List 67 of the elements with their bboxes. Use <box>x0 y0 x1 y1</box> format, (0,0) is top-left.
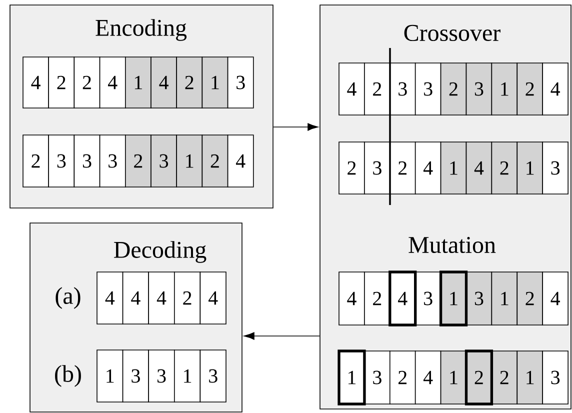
gene-cell: 4 <box>22 56 49 108</box>
gene-cell: 4 <box>227 134 254 188</box>
gene-cell: 2 <box>390 350 416 404</box>
gene-cell: 3 <box>466 62 492 116</box>
gene-cell: 3 <box>466 272 492 326</box>
gene-cell: 1 <box>440 350 467 404</box>
gene-cell: 1 <box>174 350 201 402</box>
gene-cell: 3 <box>414 62 442 116</box>
row-label: (a) <box>56 287 80 309</box>
gene-cell: 2 <box>176 56 203 108</box>
gene-cell: 2 <box>202 134 228 188</box>
gene-cell: 4 <box>148 272 175 324</box>
gene-cell: 4 <box>96 272 124 324</box>
gene-cell: 2 <box>22 134 49 188</box>
gene-cell: 2 <box>74 56 100 108</box>
gene-cell: 2 <box>174 272 201 324</box>
gene-cell: 3 <box>227 56 254 108</box>
gene-cell: 4 <box>150 56 177 108</box>
gene-cell: 4 <box>542 62 568 116</box>
gene-cell: 4 <box>122 272 149 324</box>
gene-cell: 2 <box>390 142 416 194</box>
arrow <box>244 332 320 340</box>
gene-cell: 1 <box>516 142 543 194</box>
gene-cell: 2 <box>516 62 543 116</box>
gene-cell: 4 <box>414 350 442 404</box>
row-label: (b) <box>55 365 81 387</box>
gene-cell: 2 <box>364 62 390 116</box>
gene-cell: 1 <box>338 350 366 406</box>
gene-cell: 4 <box>414 142 442 194</box>
gene-cell: 2 <box>125 134 152 188</box>
gene-cell: 3 <box>542 142 568 194</box>
gene-cell: 3 <box>74 134 100 188</box>
gene-cell: 2 <box>464 350 494 406</box>
gene-cell: 3 <box>364 350 390 404</box>
gene-cell: 4 <box>338 272 365 326</box>
gene-cell: 1 <box>439 270 468 326</box>
gene-cell: 2 <box>516 272 543 326</box>
gene-cell: 3 <box>390 62 416 116</box>
gene-cell: 3 <box>200 350 226 402</box>
gene-cell: 3 <box>148 350 175 402</box>
gene-cell: 2 <box>491 142 518 194</box>
gene-cell: 3 <box>150 134 177 188</box>
gene-cell: 2 <box>491 350 518 404</box>
gene-cell: 1 <box>125 56 152 108</box>
gene-cell: 1 <box>202 56 228 108</box>
gene-cell: 4 <box>388 270 417 326</box>
gene-cell: 3 <box>364 142 390 194</box>
gene-cell: 4 <box>542 272 568 326</box>
gene-cell: 2 <box>48 56 75 108</box>
gene-cell: 3 <box>48 134 75 188</box>
arrow <box>273 123 318 131</box>
gene-cell: 1 <box>440 142 467 194</box>
gene-cell: 4 <box>466 142 492 194</box>
gene-cell: 3 <box>99 134 126 188</box>
gene-cell: 4 <box>99 56 126 108</box>
gene-cell: 1 <box>96 350 124 402</box>
gene-cell: 4 <box>338 62 365 116</box>
gene-cell: 2 <box>364 272 390 326</box>
gene-cell: 1 <box>491 62 518 116</box>
gene-cell: 2 <box>440 62 467 116</box>
gene-cell: 1 <box>516 350 543 404</box>
gene-cell: 4 <box>200 272 226 324</box>
gene-cell: 2 <box>338 142 365 194</box>
gene-cell: 3 <box>122 350 149 402</box>
gene-cell: 3 <box>542 350 568 404</box>
gene-cell: 1 <box>491 272 518 326</box>
gene-cell: 1 <box>176 134 203 188</box>
